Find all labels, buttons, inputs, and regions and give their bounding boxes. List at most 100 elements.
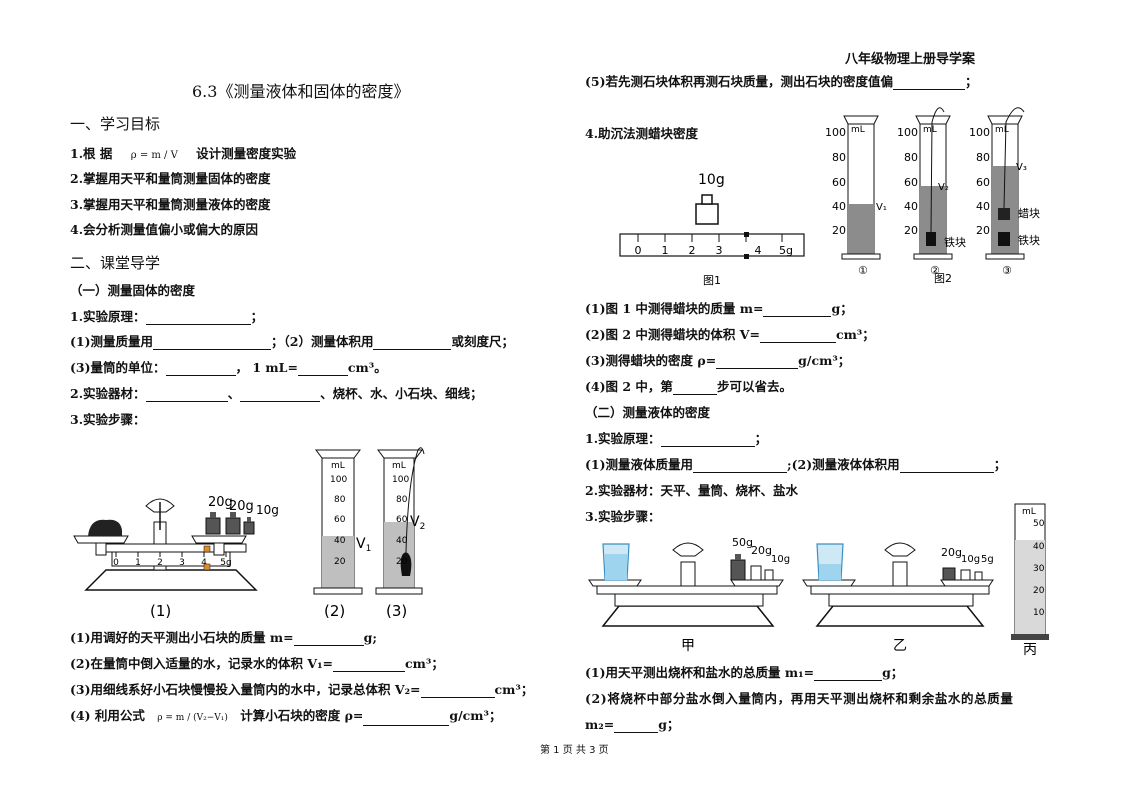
cyl2-tick: 20: [334, 557, 346, 567]
iron-label: 铁块: [1018, 234, 1040, 247]
weight-label: 10g: [961, 554, 980, 565]
blank[interactable]: [893, 77, 966, 90]
blank[interactable]: [693, 460, 788, 473]
q5-line: (5)若先测石块体积再测石块质量，测出石块的密度值偏；: [585, 74, 978, 90]
cylinder-2: [313, 449, 363, 595]
tick: 40: [832, 200, 846, 213]
fig3-label-yi: 乙: [893, 638, 907, 654]
liquid-principle: 1.实验原理：；: [585, 431, 768, 447]
tick: 20: [832, 224, 846, 237]
wax-q2: (2)图 2 中测得蜡块的体积 V=cm³；: [585, 327, 875, 343]
ruler-tick-5: 5g: [220, 558, 231, 568]
balance-ruler: [111, 551, 231, 567]
subheading-liquid: （二）测量液体的密度: [585, 405, 711, 420]
fig1-tick: 0: [635, 244, 642, 257]
ruler-tick-3: 3: [179, 558, 185, 568]
blank[interactable]: [153, 337, 272, 350]
step-1: (1)用调好的天平测出小石块的质量 m=g;: [70, 630, 377, 646]
blank[interactable]: [293, 633, 364, 646]
fig1-weight-label: 10g: [698, 172, 725, 188]
fig1-tick: 1: [662, 244, 669, 257]
tick: 80: [832, 151, 846, 164]
blank[interactable]: [373, 337, 452, 350]
steps-heading: 3.实验步骤：: [70, 412, 146, 427]
blank[interactable]: [145, 312, 251, 325]
fig1-tick: 3: [716, 244, 723, 257]
page-title: 6.3《测量液体和固体的密度》: [192, 82, 410, 101]
wax-q4: (4)图 2 中，第步可以省去。: [585, 379, 792, 395]
fig-label-1: (1): [150, 602, 171, 620]
wax-heading: 4.助沉法测蜡块密度: [585, 126, 699, 141]
cyl-label-2: ②: [930, 264, 940, 277]
tick: 20: [976, 224, 990, 237]
blank[interactable]: [297, 363, 348, 376]
blank[interactable]: [240, 389, 321, 402]
blank[interactable]: [660, 434, 755, 447]
liquid-step-2-m2: m₂=g；: [585, 717, 680, 733]
blank[interactable]: [145, 389, 228, 402]
tick: 40: [976, 200, 990, 213]
blank[interactable]: [759, 330, 836, 343]
balance-yi: [802, 542, 994, 627]
wax-q3: (3)测得蜡块的密度 ρ=g/cm³；: [585, 353, 851, 369]
wax-label: 蜡块: [1018, 207, 1040, 220]
header-title: 八年级物理上册导学案: [845, 52, 976, 67]
fig2-cylinders: mL 100 80 60 40 20 V₁ ① mL 100 80 60 40 …: [825, 107, 1040, 285]
goal-1: 1.根 据 ρ = m / V 设计测量密度实验: [70, 146, 297, 161]
blank[interactable]: [333, 659, 406, 672]
rider: [744, 232, 749, 237]
ruler-tick-1: 1: [135, 558, 141, 568]
fig1-tick: 2: [689, 244, 696, 257]
liquid-tools: (1)测量液体质量用;(2)测量液体体积用；: [585, 457, 1007, 473]
blank[interactable]: [614, 720, 659, 733]
step-4: (4) 利用公式 ρ = m / (V₂−V₁) 计算小石块的密度 ρ=g/cm…: [70, 708, 502, 726]
liquid-equipment: 2.实验器材：天平、量筒、烧杯、盐水: [585, 483, 799, 498]
cyl3-tick: 100: [392, 475, 409, 485]
tick: 30: [1033, 564, 1045, 574]
ruler-tick-4: 4: [201, 558, 207, 568]
tick: 40: [904, 200, 918, 213]
section-heading-goals: 一、学习目标: [70, 115, 161, 133]
liquid-step-2: (2)将烧杯中部分盐水倒入量筒内，再用天平测出烧杯和剩余盐水的总质量: [585, 691, 1014, 706]
goal-3: 3.掌握用天平和量筒测量液体的密度: [70, 197, 271, 212]
fig3-label-jia: 甲: [681, 638, 695, 654]
section-heading-class: 二、课堂导学: [70, 254, 161, 272]
blank[interactable]: [716, 356, 799, 369]
weights-left: [205, 512, 255, 535]
fig1-ruler: 10g 0 1 2 3 4 5g 图1: [619, 172, 805, 287]
fig-label-2: (2): [324, 602, 345, 620]
cylinder-unit-line: (3)量筒的单位：， 1 mL=cm³。: [70, 360, 387, 376]
balance-base: [84, 569, 258, 591]
cyl-unit: mL: [923, 125, 937, 135]
liquid-density-figure: 50g 20g 10g 甲 20g 10g 5g 乙 mL 50 40 30 2…: [588, 503, 1049, 656]
blank[interactable]: [814, 668, 883, 681]
tick: 60: [976, 176, 990, 189]
liquid-step-1: (1)用天平测出烧杯和盐水的总质量 m₁=g；: [585, 665, 904, 681]
blank[interactable]: [899, 460, 994, 473]
tick: 100: [897, 126, 918, 139]
balance-jia: [588, 542, 784, 627]
principle-line: 1.实验原理：；: [70, 309, 264, 325]
iron-label: 铁块: [944, 236, 966, 249]
weight-label-1: 20g: [208, 495, 233, 510]
blank[interactable]: [420, 685, 495, 698]
blank[interactable]: [165, 363, 236, 376]
cylinder-bing: [1011, 503, 1049, 640]
cyl3-tick: 40: [396, 536, 408, 546]
v2-label: V₂: [938, 182, 949, 193]
weight-icon: [695, 203, 719, 225]
blank[interactable]: [672, 382, 717, 395]
cyl3-unit: mL: [392, 461, 406, 471]
v1-label: V₁: [876, 202, 887, 213]
liquid-steps-heading: 3.实验步骤：: [585, 509, 661, 524]
cyl2-tick: 80: [334, 495, 346, 505]
blank[interactable]: [363, 713, 450, 726]
cyl2-tick: 40: [334, 536, 346, 546]
cyl2-unit: mL: [331, 461, 345, 471]
weight-label-3: 10g: [256, 503, 279, 517]
subheading-solid: （一）测量固体的密度: [70, 283, 196, 298]
weight-label: 50g: [732, 536, 753, 549]
tick: 100: [825, 126, 846, 139]
goal-4: 4.会分析测量值偏小或偏大的原因: [70, 222, 259, 237]
blank[interactable]: [763, 304, 832, 317]
